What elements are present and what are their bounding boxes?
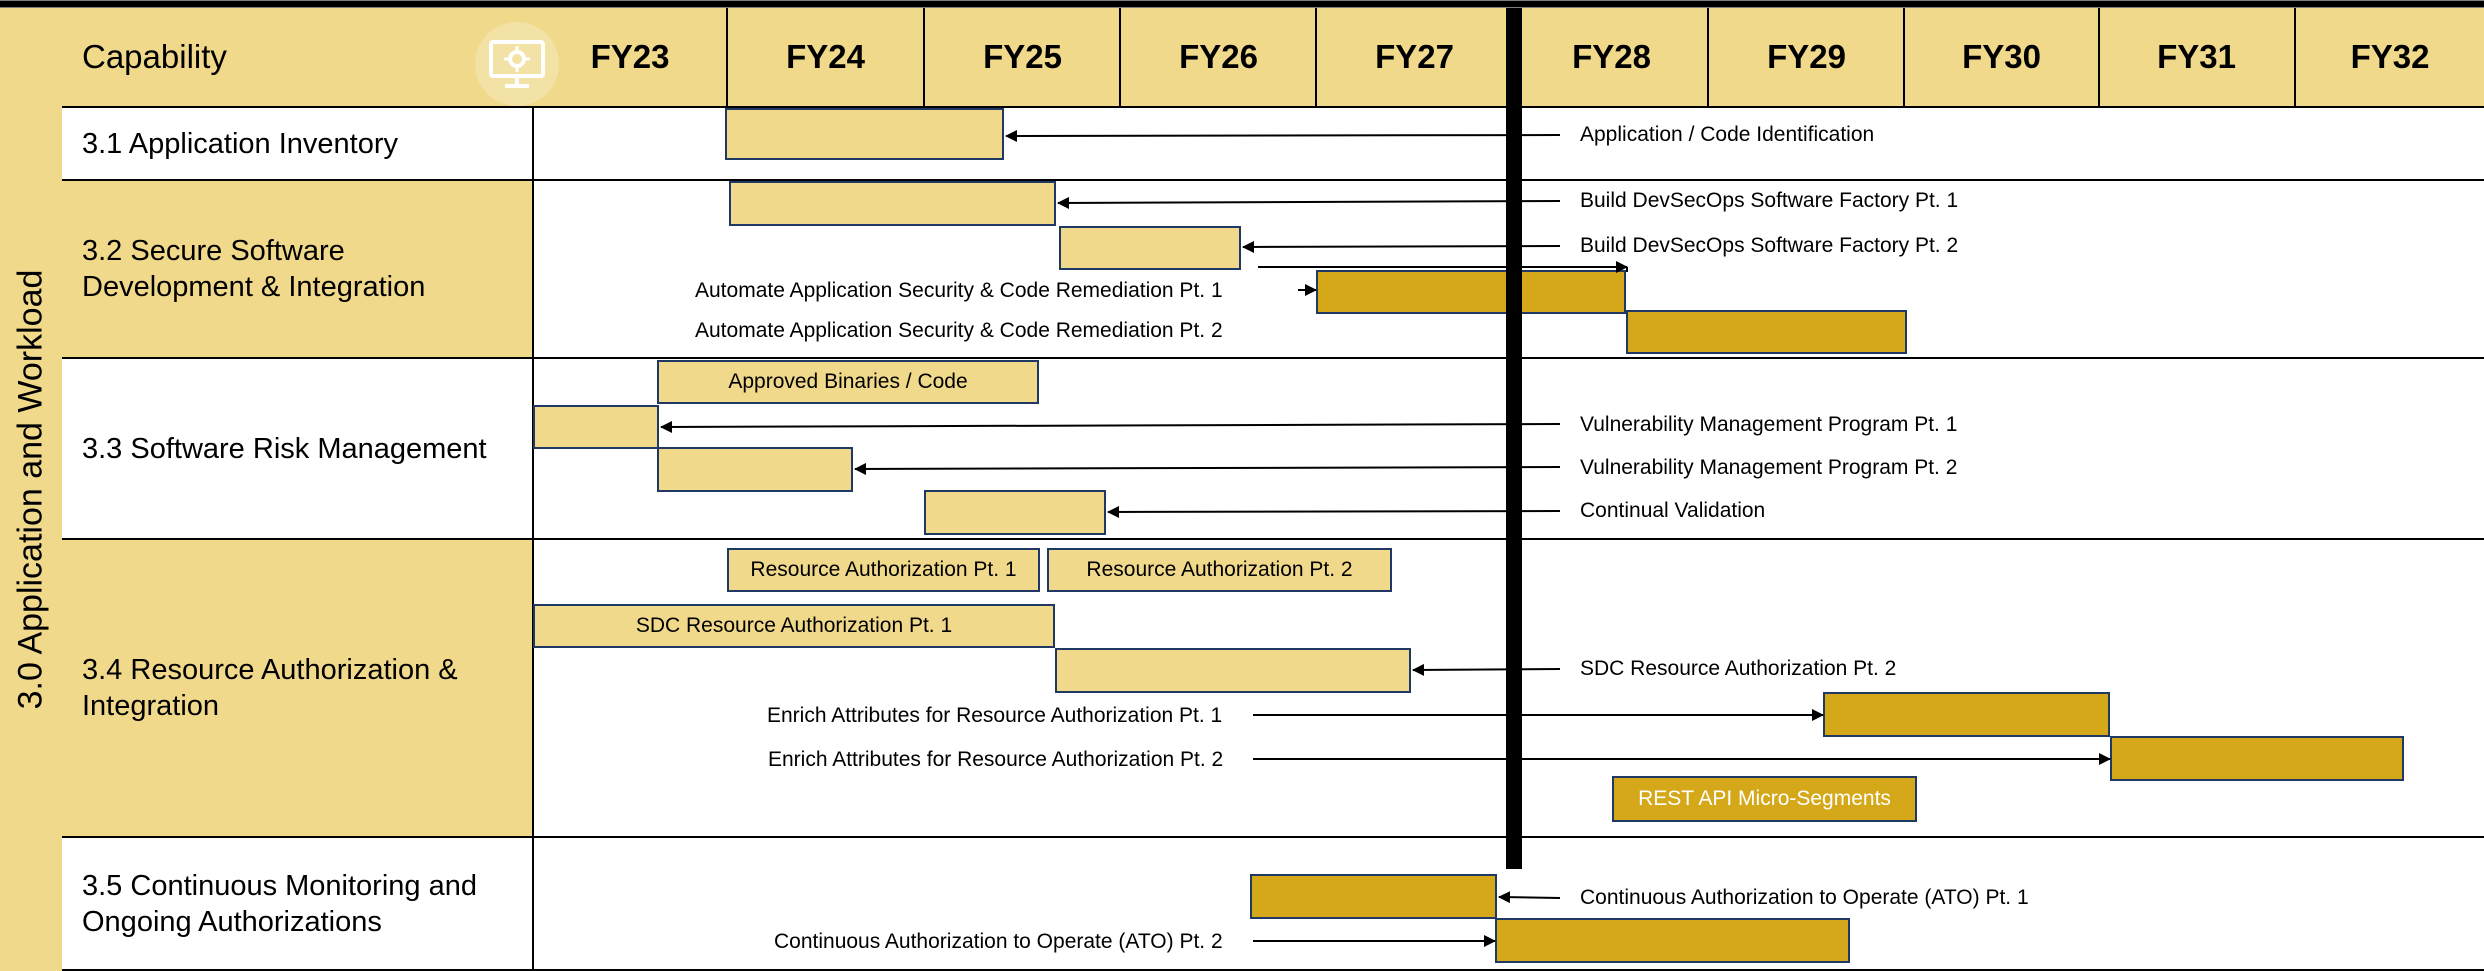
gear-monitor-icon: [475, 22, 559, 106]
bar-continual-validation: [924, 490, 1106, 535]
label-app-code-id: Application / Code Identification: [1580, 123, 1875, 146]
year-header-fy27: FY27: [1375, 38, 1454, 75]
bar-vuln-mgmt-1: [533, 405, 659, 449]
bar-automate-sec-2: [1626, 310, 1907, 354]
label-build-devsecops-2: Build DevSecOps Software Factory Pt. 2: [1580, 234, 1959, 257]
year-header-fy31: FY31: [2157, 38, 2236, 75]
bar-vuln-mgmt-2: [657, 447, 853, 492]
label-cato-2: Continuous Authorization to Operate (ATO…: [774, 930, 1223, 953]
year-header-fy23: FY23: [590, 38, 670, 75]
bar-rest-api: REST API Micro-Segments: [1612, 776, 1917, 822]
bar-automate-sec-1: [1316, 270, 1626, 314]
bar-enrich-attr-2: [2110, 736, 2404, 781]
today-marker: [1506, 8, 1522, 869]
bar-approved-binaries: Approved Binaries / Code: [657, 360, 1039, 404]
capability-header: Capability: [82, 38, 227, 75]
label-vuln-mgmt-1: Vulnerability Management Program Pt. 1: [1580, 413, 1958, 436]
label-vuln-mgmt-2: Vulnerability Management Program Pt. 2: [1580, 456, 1958, 479]
row-label-3-2: 3.2 Secure Software Development & Integr…: [82, 235, 426, 303]
bar-build-devsecops-2: [1059, 226, 1241, 270]
row-label-3-4: 3.4 Resource Authorization & Integration: [82, 653, 458, 722]
header-band: [62, 8, 2484, 106]
bar-cato-1: [1250, 874, 1497, 919]
bar-app-code-id: [725, 108, 1004, 160]
year-header-fy24: FY24: [786, 38, 865, 75]
row-label-3-3: 3.3 Software Risk Management: [82, 432, 487, 465]
bar-sdc-resource-auth-2: [1055, 648, 1411, 693]
row-label-3-5: 3.5 Continuous Monitoring and Ongoing Au…: [82, 869, 477, 938]
label-build-devsecops-1: Build DevSecOps Software Factory Pt. 1: [1580, 189, 1959, 212]
label-enrich-attr-1: Enrich Attributes for Resource Authoriza…: [767, 704, 1223, 727]
year-header-fy30: FY30: [1962, 38, 2041, 75]
year-header-fy32: FY32: [2350, 38, 2430, 75]
year-header-fy29: FY29: [1767, 38, 1846, 75]
sidebar-band: [0, 8, 62, 971]
year-header-fy25: FY25: [983, 38, 1062, 75]
year-header-fy28: FY28: [1572, 38, 1651, 75]
row-label-3-1: 3.1 Application Inventory: [82, 128, 398, 160]
bar-enrich-attr-1: [1823, 692, 2110, 737]
label-cato-1: Continuous Authorization to Operate (ATO…: [1580, 886, 2029, 909]
label-automate-sec-2: Automate Application Security & Code Rem…: [695, 319, 1223, 342]
label-sdc-resource-auth-2: SDC Resource Authorization Pt. 2: [1580, 657, 1897, 680]
bar-sdc-resource-auth-1: SDC Resource Authorization Pt. 1: [533, 604, 1055, 648]
row-bg-3-2: [62, 180, 532, 358]
label-continual-validation: Continual Validation: [1580, 499, 1766, 522]
year-header-fy26: FY26: [1179, 38, 1258, 75]
label-enrich-attr-2: Enrich Attributes for Resource Authoriza…: [768, 748, 1224, 771]
label-automate-sec-1: Automate Application Security & Code Rem…: [695, 279, 1223, 302]
row-bg-3-4: [62, 539, 532, 836]
bar-build-devsecops-1: [729, 181, 1056, 226]
bar-cato-2: [1495, 918, 1850, 963]
bar-resource-auth-2: Resource Authorization Pt. 2: [1047, 548, 1392, 592]
bar-resource-auth-1: Resource Authorization Pt. 1: [727, 548, 1040, 592]
